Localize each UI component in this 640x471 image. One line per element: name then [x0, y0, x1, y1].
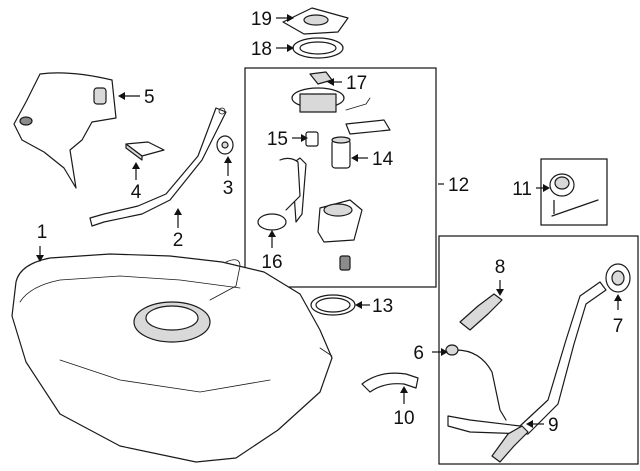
callout-18: 18 — [251, 39, 272, 60]
part-6-filler-pipe[interactable] — [445, 281, 607, 435]
callout-13: 13 — [372, 296, 393, 317]
part-3-nut[interactable] — [216, 135, 234, 155]
part-11-fuel-cap[interactable] — [549, 173, 599, 217]
callout-5: 5 — [144, 87, 155, 108]
leader-lines — [36, 14, 622, 428]
part-16-level-sensor[interactable] — [257, 157, 301, 231]
assembly-box-6 — [438, 235, 639, 465]
part-1-fuel-tank[interactable] — [11, 253, 333, 463]
callout-7: 7 — [613, 316, 624, 337]
callout-4: 4 — [131, 182, 142, 203]
assembly-box-11 — [540, 158, 608, 226]
callout-17: 17 — [346, 73, 367, 94]
callout-12: 12 — [448, 175, 469, 196]
part-8-bracket[interactable] — [459, 293, 503, 331]
part-7-filler-neck-ring[interactable] — [605, 263, 631, 293]
callout-3: 3 — [223, 178, 234, 199]
part-13-gasket[interactable] — [310, 294, 356, 316]
callout-16: 16 — [261, 252, 282, 273]
part-18-lock-ring[interactable] — [292, 37, 344, 59]
callout-19: 19 — [251, 9, 272, 30]
part-5-heat-shield[interactable] — [13, 72, 117, 189]
assembly-box-12 — [244, 67, 437, 288]
callout-14: 14 — [372, 149, 394, 170]
callout-10: 10 — [393, 408, 414, 429]
part-9-bracket[interactable] — [491, 425, 529, 463]
part-10-hose[interactable] — [361, 372, 419, 393]
part-15-bolt[interactable] — [305, 131, 319, 147]
part-12-pump-module[interactable] — [291, 87, 391, 271]
callout-1: 1 — [37, 222, 48, 243]
callout-labels: 1 2 3 4 5 6 7 8 9 10 11 12 13 14 15 16 1… — [37, 9, 624, 436]
callout-8: 8 — [495, 257, 506, 278]
part-14-fuel-pump[interactable] — [331, 136, 351, 169]
callout-9: 9 — [548, 415, 559, 436]
callout-11: 11 — [512, 179, 532, 200]
callout-6: 6 — [413, 343, 424, 364]
callout-15: 15 — [267, 129, 288, 150]
part-4-pad[interactable] — [125, 141, 165, 161]
part-2-strap[interactable] — [89, 107, 227, 227]
callout-2: 2 — [173, 230, 184, 251]
part-19-seal-plate[interactable] — [282, 7, 349, 35]
